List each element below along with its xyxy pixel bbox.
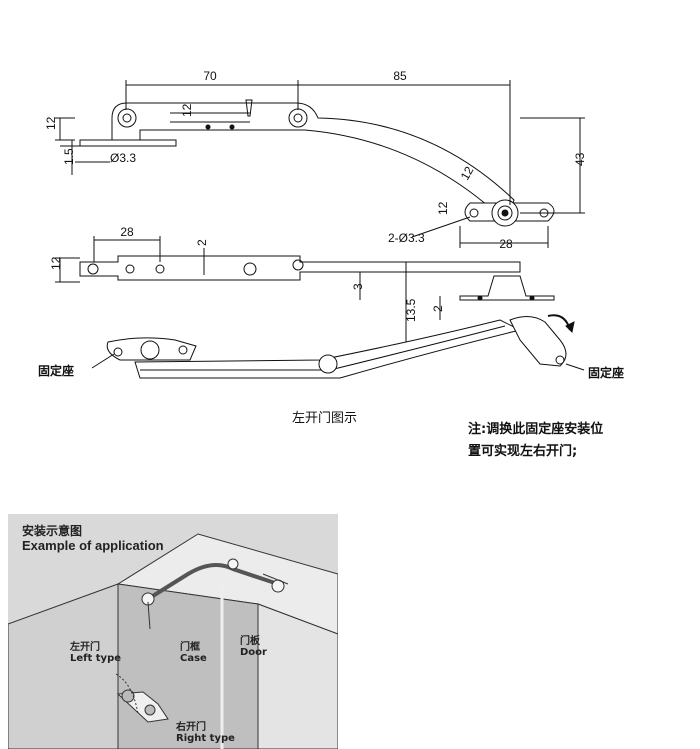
- note-line-2: 置可实现左右开门;: [468, 444, 578, 459]
- technical-drawing: 70 85 12 12 12 12 43 1.5 Ø3.3 2-Ø3.3 28 …: [44, 69, 587, 379]
- pivot-left-inner: [122, 113, 132, 123]
- pivot-left-outer: [117, 108, 137, 128]
- dim-2-bottom: 2: [431, 305, 445, 312]
- fixed-seat-label-right: 固定座: [588, 366, 625, 380]
- dim-3: 3: [351, 283, 365, 290]
- dim-70: 70: [203, 69, 217, 83]
- application-illustration: [8, 533, 338, 749]
- dim-12-side: 12: [49, 256, 63, 270]
- note-line-1: 注:调换此固定座安装位: [468, 422, 604, 437]
- dim-43: 43: [573, 152, 587, 166]
- fixed-seat-label-left: 固定座: [38, 364, 75, 378]
- dim-2-holes: 2-Ø3.3: [388, 231, 425, 245]
- case-en: Case: [180, 653, 207, 664]
- left-type-cn: 左开门: [70, 642, 100, 653]
- left-type-en: Left type: [70, 653, 122, 664]
- stay-arm-top: [111, 102, 515, 223]
- door-cn: 门板: [240, 636, 260, 647]
- dim-2-top: 2: [195, 239, 209, 246]
- dim-12-left: 12: [44, 116, 58, 130]
- application-example-panel: 安装示意图 Example of application 左开门 Left ty…: [8, 514, 338, 749]
- dim-hole-dia: Ø3.3: [110, 151, 136, 165]
- dim-28-bracket: 28: [499, 237, 513, 251]
- application-title-en: Example of application: [22, 538, 164, 553]
- door-label: 门板 Door: [240, 636, 267, 658]
- dim-13-5: 13.5: [404, 298, 418, 322]
- right-type-en: Right type: [176, 733, 235, 744]
- left-base-plate: [79, 139, 177, 147]
- application-title-cn: 安装示意图: [22, 524, 83, 538]
- dim-1-5: 1.5: [62, 148, 76, 165]
- left-type-label: 左开门 Left type: [70, 642, 121, 664]
- right-type-label: 右开门 Right type: [176, 722, 235, 744]
- left-door-caption: 左开门图示: [292, 411, 358, 426]
- dim-12-arm: 12: [180, 103, 194, 117]
- dim-85: 85: [393, 69, 407, 83]
- stay-arm-side: [79, 255, 521, 281]
- case-cn: 门框: [180, 642, 200, 653]
- right-type-cn: 右开门: [176, 722, 206, 733]
- dim-12-right: 12: [436, 201, 450, 215]
- pivot-mid-inner: [293, 113, 303, 123]
- dim-12-curve: 12: [458, 164, 477, 183]
- door-en: Door: [240, 647, 267, 658]
- case-label: 门框 Case: [180, 642, 207, 664]
- pivot-mid-outer: [288, 108, 308, 128]
- side-bracket: [459, 275, 555, 301]
- dim-28-side: 28: [120, 225, 134, 239]
